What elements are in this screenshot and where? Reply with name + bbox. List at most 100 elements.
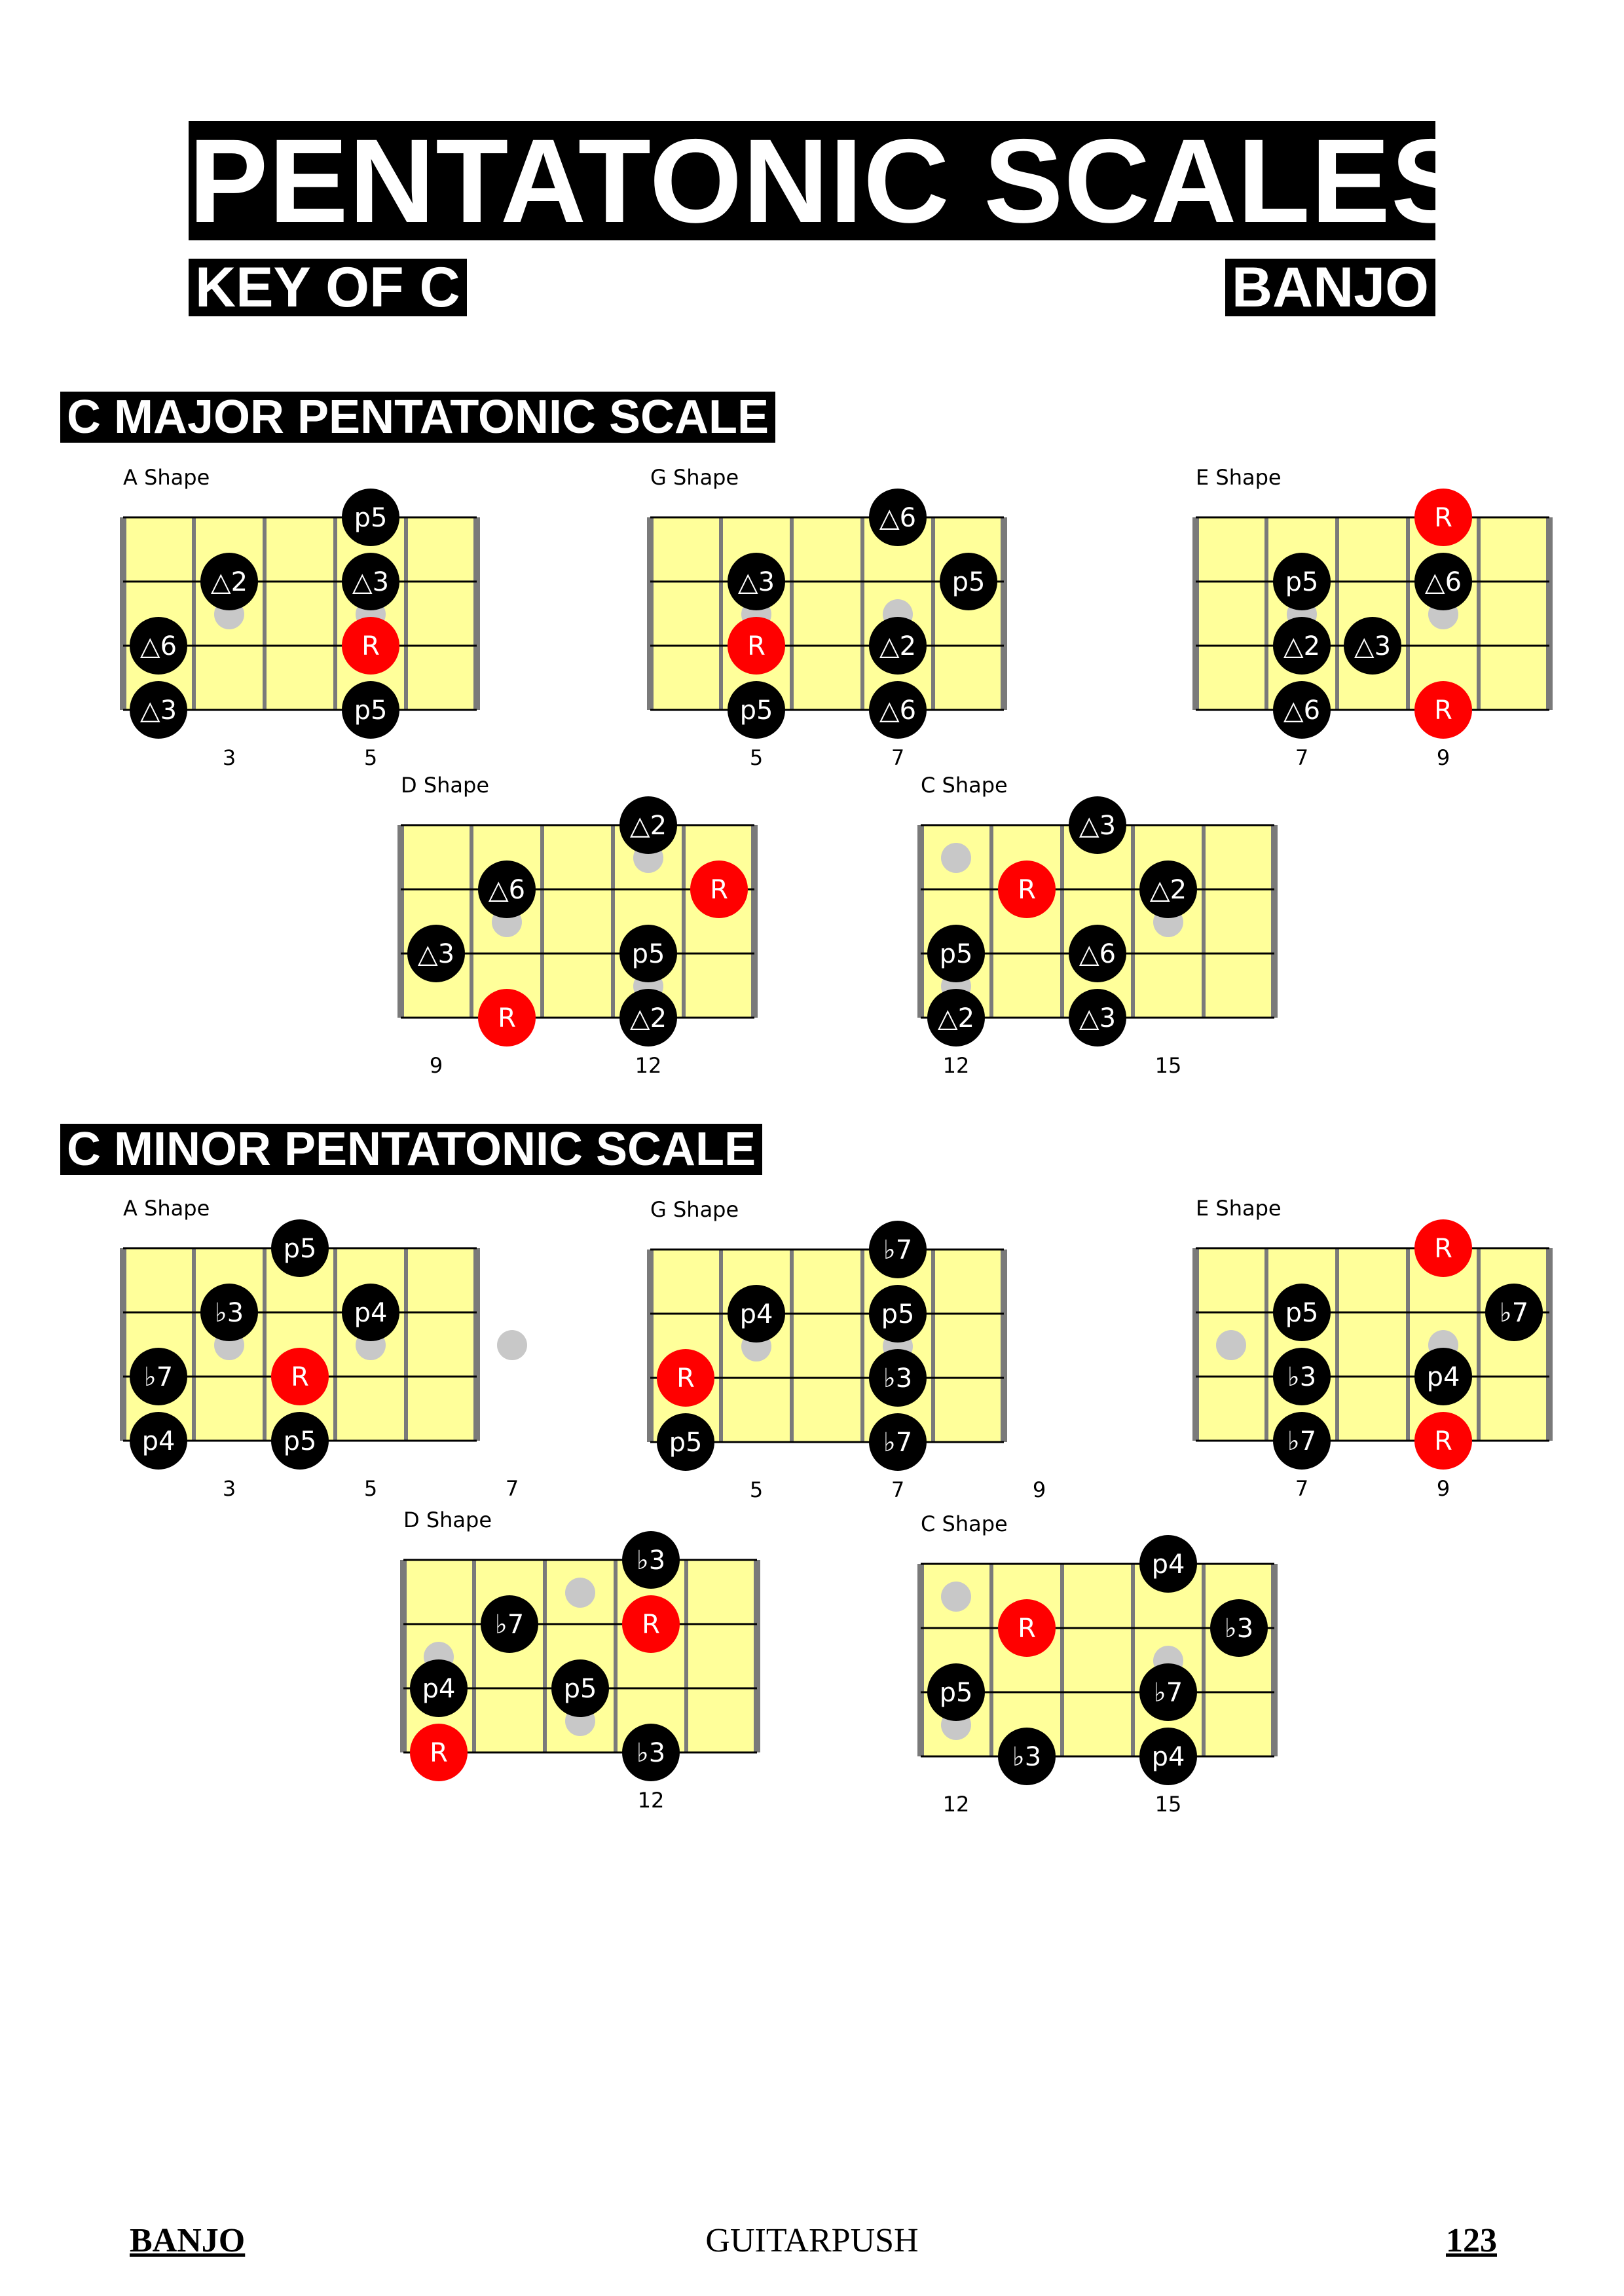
root-note-dot bbox=[271, 1348, 329, 1405]
note-label: p5 bbox=[354, 503, 388, 533]
note-label: △3 bbox=[1079, 811, 1116, 841]
note-dot bbox=[1139, 861, 1197, 918]
note-dot bbox=[869, 1413, 927, 1471]
note-dot bbox=[200, 553, 258, 610]
root-note-dot bbox=[410, 1724, 468, 1781]
fret-line bbox=[1335, 517, 1339, 710]
fret-number: 7 bbox=[1295, 1476, 1308, 1501]
fret-line bbox=[647, 517, 654, 710]
fret-line bbox=[1192, 517, 1199, 710]
note-dot bbox=[1069, 989, 1126, 1046]
string-line bbox=[123, 516, 477, 519]
page-title: PENTATONIC SCALES bbox=[189, 114, 1471, 248]
note-dot bbox=[728, 1285, 785, 1342]
fret-number: 9 bbox=[1033, 1477, 1046, 1502]
note-label: R bbox=[498, 1003, 516, 1033]
note-label: p4 bbox=[1427, 1362, 1460, 1392]
note-dot bbox=[481, 1595, 538, 1653]
note-label: △2 bbox=[630, 811, 667, 841]
string-line bbox=[650, 709, 1004, 711]
note-dot bbox=[869, 1221, 927, 1278]
page-number: 123 bbox=[1446, 2222, 1497, 2259]
string-line bbox=[1196, 1311, 1549, 1314]
note-dot bbox=[342, 489, 399, 546]
string-line bbox=[1196, 1375, 1549, 1378]
note-dot bbox=[342, 553, 399, 610]
note-label: △3 bbox=[738, 567, 775, 597]
fret-line bbox=[860, 517, 864, 710]
string-line bbox=[921, 1691, 1274, 1694]
string-line bbox=[921, 888, 1274, 891]
note-label: ♭3 bbox=[637, 1738, 665, 1768]
fretboard-background bbox=[650, 517, 1004, 710]
key-label: KEY OF C bbox=[189, 259, 467, 316]
shape-label: A Shape bbox=[123, 465, 210, 490]
note-label: p5 bbox=[1285, 1298, 1319, 1328]
note-label: p5 bbox=[284, 1426, 317, 1456]
note-label: p5 bbox=[564, 1674, 597, 1704]
ghost-note-dot bbox=[941, 843, 971, 873]
fret-line bbox=[1131, 1564, 1135, 1756]
fret-line bbox=[543, 1560, 547, 1752]
note-dot bbox=[869, 617, 927, 675]
string-line bbox=[401, 1016, 754, 1019]
string-line bbox=[650, 1441, 1004, 1443]
fret-number: 9 bbox=[1437, 1476, 1450, 1501]
note-dot bbox=[1273, 1284, 1331, 1341]
note-label: ♭7 bbox=[883, 1235, 912, 1265]
section-title-minor: C MINOR PENTATONIC SCALE bbox=[60, 1124, 763, 1175]
shape-label: G Shape bbox=[650, 465, 739, 490]
note-label: p4 bbox=[1152, 1742, 1185, 1772]
note-dot bbox=[927, 925, 985, 982]
shape-label: C Shape bbox=[921, 773, 1008, 798]
ghost-note-dot bbox=[1216, 1330, 1246, 1360]
root-note-dot bbox=[342, 617, 399, 675]
fret-number: 12 bbox=[638, 1788, 665, 1813]
fret-line bbox=[790, 1250, 794, 1442]
fret-line bbox=[120, 517, 126, 710]
fret-line bbox=[1406, 1248, 1410, 1441]
fret-line bbox=[192, 1248, 196, 1441]
note-label: △3 bbox=[418, 939, 454, 969]
fret-number: 7 bbox=[506, 1476, 519, 1501]
root-note-dot bbox=[998, 861, 1056, 918]
note-label: △6 bbox=[1079, 939, 1116, 969]
note-dot bbox=[1344, 617, 1401, 675]
string-line bbox=[650, 1312, 1004, 1315]
string-line bbox=[401, 952, 754, 955]
shape-label: E Shape bbox=[1196, 1196, 1282, 1221]
string-line bbox=[123, 1311, 477, 1314]
fret-number: 7 bbox=[891, 745, 904, 770]
fret-line bbox=[1271, 1564, 1278, 1756]
note-label: R bbox=[1018, 1614, 1036, 1644]
string-line bbox=[650, 1377, 1004, 1379]
fret-number: 3 bbox=[223, 745, 236, 770]
note-label: R bbox=[747, 631, 766, 661]
string-line bbox=[1196, 1247, 1549, 1250]
note-label: △2 bbox=[938, 1003, 974, 1033]
fret-line bbox=[719, 1250, 723, 1442]
note-dot bbox=[342, 681, 399, 739]
note-dot bbox=[1485, 1284, 1543, 1341]
note-dot bbox=[927, 989, 985, 1046]
fret-line bbox=[611, 825, 615, 1018]
fret-line bbox=[540, 825, 544, 1018]
fretboard-background bbox=[123, 517, 477, 710]
note-label: p4 bbox=[1152, 1549, 1185, 1580]
string-line bbox=[650, 580, 1004, 583]
note-dot bbox=[130, 681, 187, 739]
note-label: ♭3 bbox=[1287, 1362, 1316, 1392]
note-label: ♭3 bbox=[637, 1546, 665, 1576]
note-label: p5 bbox=[354, 695, 388, 726]
note-dot bbox=[619, 925, 677, 982]
fret-line bbox=[1406, 517, 1410, 710]
fret-number: 5 bbox=[364, 1476, 377, 1501]
root-note-dot bbox=[478, 989, 536, 1046]
note-dot bbox=[728, 681, 785, 739]
note-label: R bbox=[676, 1363, 695, 1394]
